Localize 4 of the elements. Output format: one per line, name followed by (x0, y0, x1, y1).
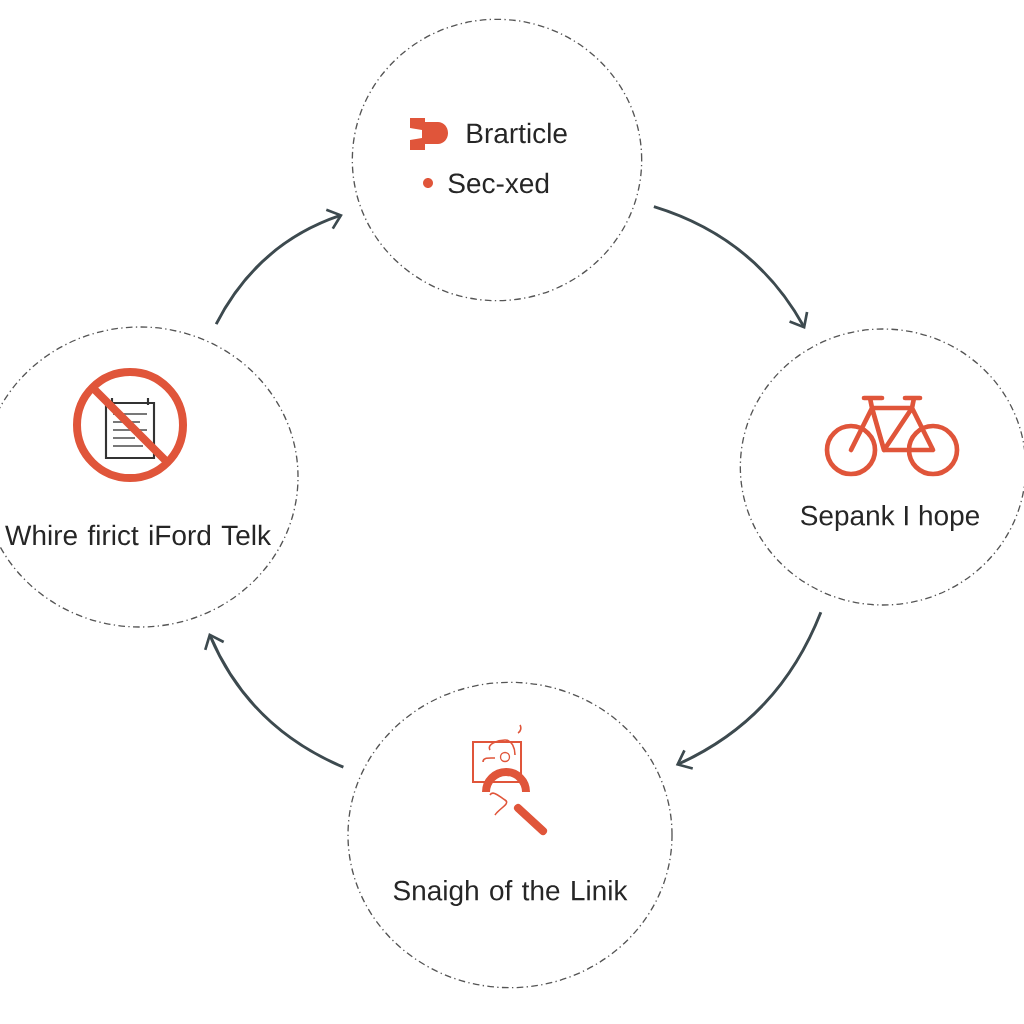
cycle-arrow (204, 633, 344, 769)
cycle-arrow (675, 611, 823, 770)
cycle-arrow (653, 205, 809, 330)
cycle-arrow (214, 208, 343, 325)
